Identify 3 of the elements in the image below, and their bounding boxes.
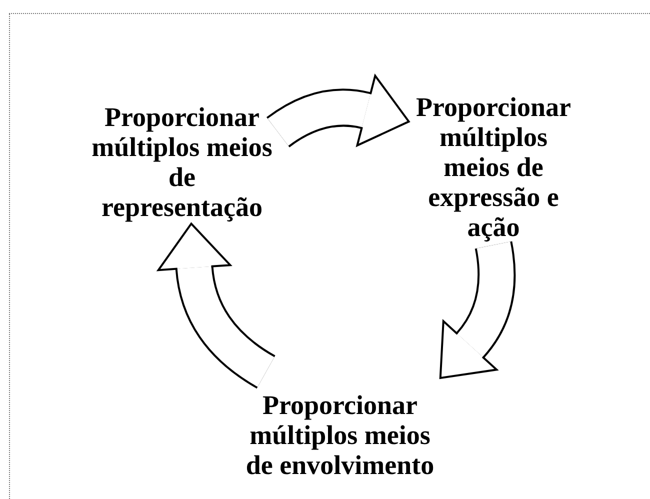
- node-label: Proporcionar múltiplos meios de representação: [90, 102, 274, 222]
- node-label: Proporcionar múltiplos meios de expressão e ação: [415, 92, 572, 242]
- node-label: Proporcionar múltiplos meios de envolvimento: [244, 390, 436, 480]
